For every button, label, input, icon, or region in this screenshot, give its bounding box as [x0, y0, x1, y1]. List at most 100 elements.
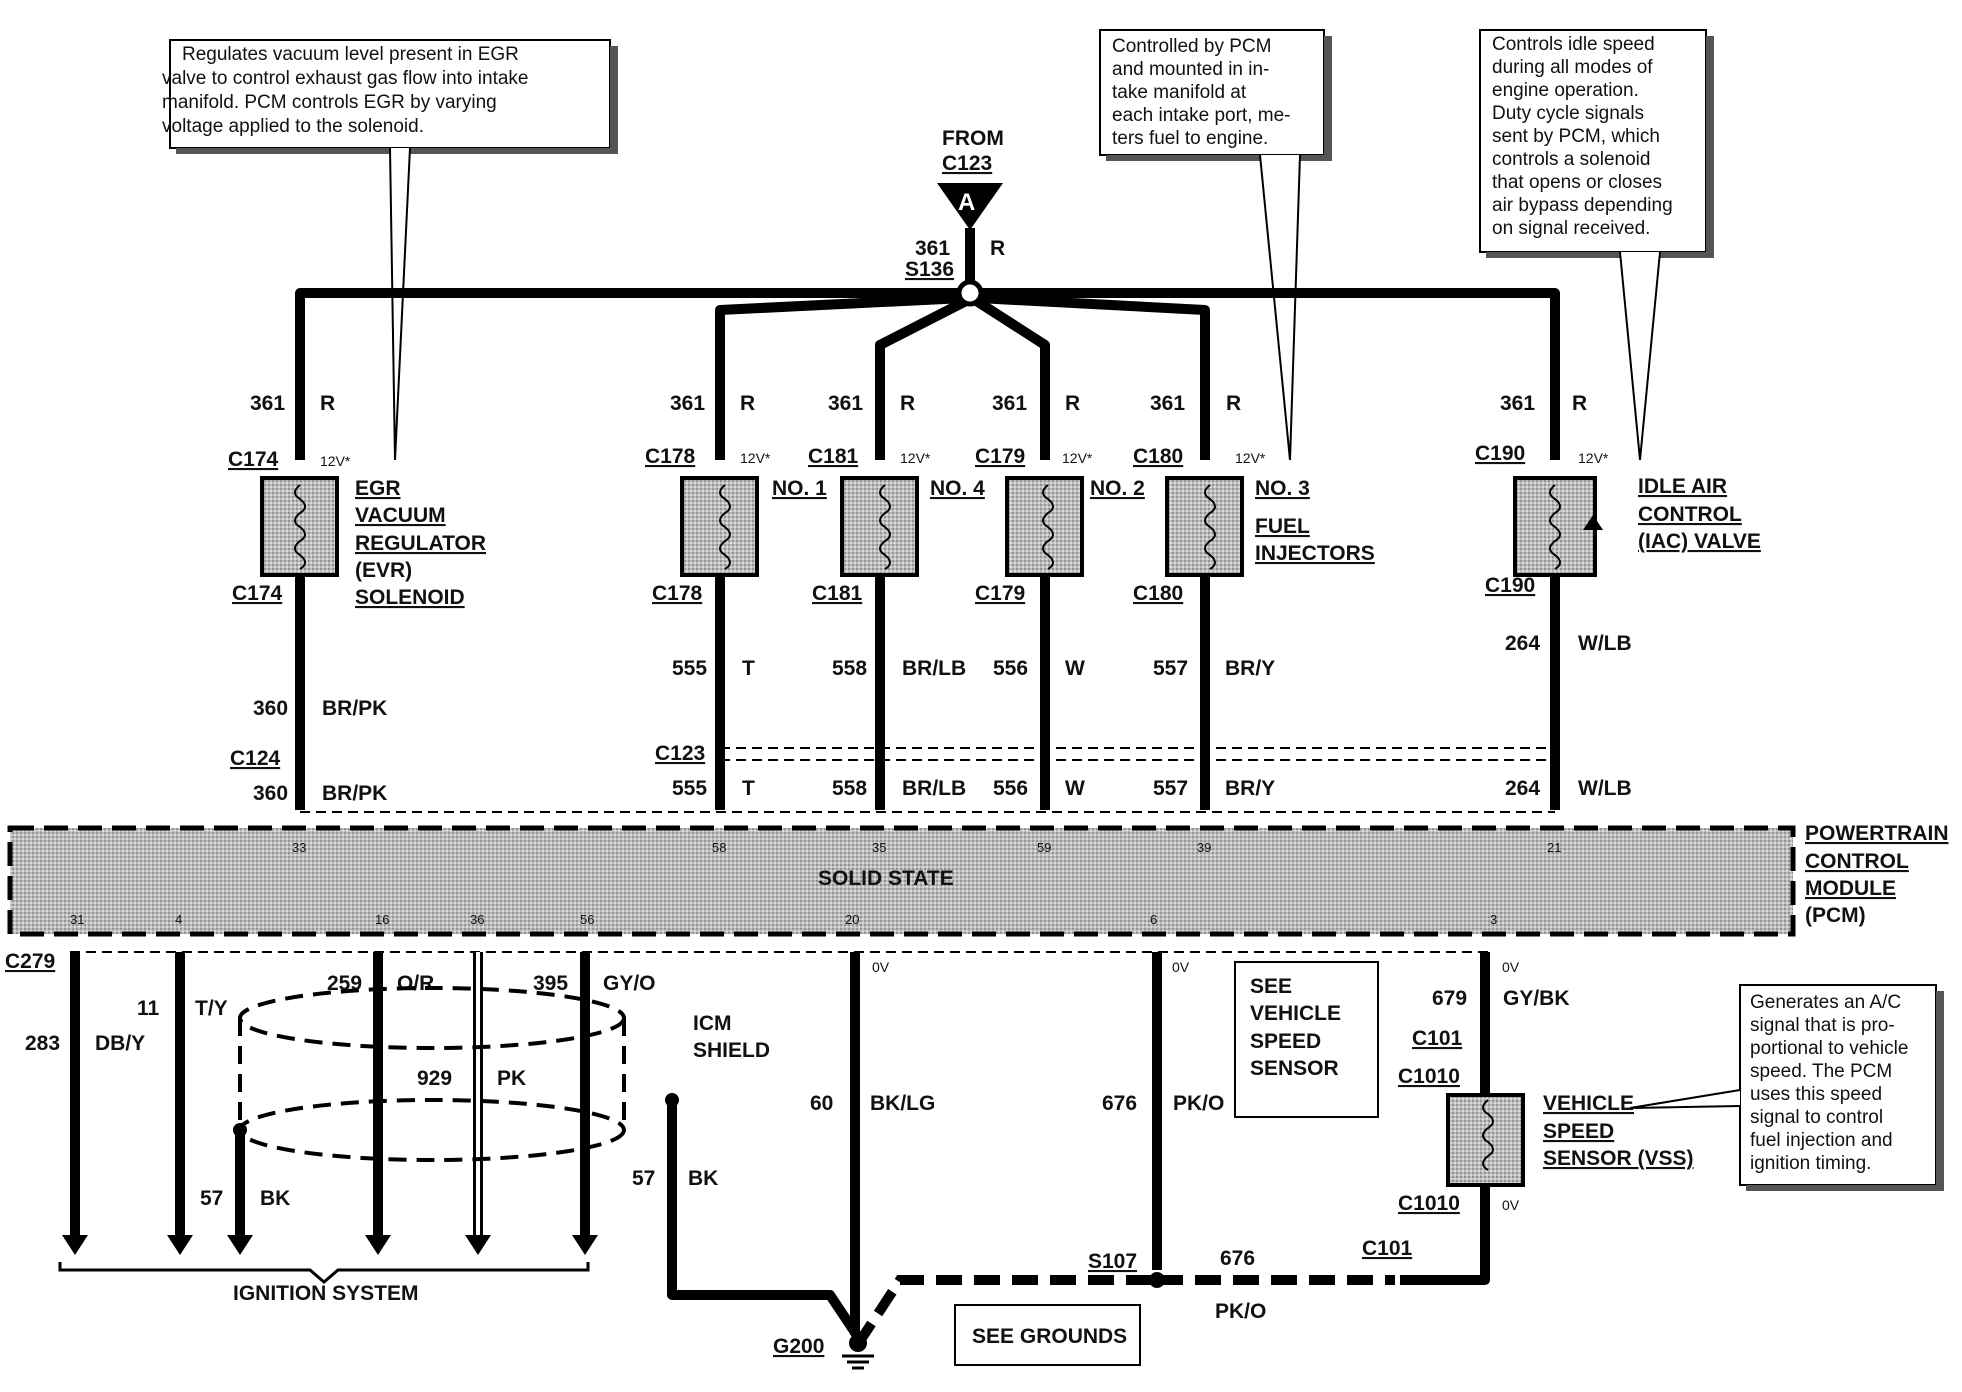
- iac-label-3: (IAC) VALVE: [1638, 530, 1761, 553]
- ground-circuit: 676: [1220, 1247, 1255, 1270]
- pcm-label-1: POWERTRAIN: [1805, 822, 1949, 845]
- note-iac-line3: engine operation.: [1492, 80, 1639, 101]
- w11-circuit: 11: [137, 997, 160, 1020]
- inj1-pcm-color: T: [742, 777, 755, 800]
- power-source: FROM C123 A 361 R S136: [905, 127, 1005, 288]
- w929-color: PK: [497, 1067, 526, 1090]
- note-inj-line4: each intake port, me-: [1112, 105, 1290, 126]
- pcm-pin-20: 20: [845, 912, 859, 927]
- inj1-label: NO. 1: [772, 477, 827, 500]
- vss-label-1: VEHICLE: [1543, 1092, 1634, 1115]
- note-egr-line2: valve to control exhaust gas flow into i…: [162, 68, 528, 89]
- c279-label: C279: [5, 950, 55, 973]
- w283-color: DB/Y: [95, 1032, 145, 1055]
- see-vss-2: VEHICLE: [1250, 1002, 1341, 1025]
- inj1-circuit: 361: [670, 392, 705, 415]
- note-iac-line5: sent by PCM, which: [1492, 126, 1660, 147]
- splice-s136: S136: [905, 258, 954, 281]
- iac-voltage: 12V*: [1578, 450, 1609, 466]
- w679-color: GY/BK: [1503, 987, 1570, 1010]
- note-iac-line9: on signal received.: [1492, 218, 1650, 239]
- source-marker-triangle: [937, 183, 1003, 230]
- iac-pcm-circuit: 264: [1505, 777, 1540, 800]
- w57b-circuit: 57: [632, 1167, 655, 1190]
- inj1-color: R: [740, 392, 755, 415]
- w60-circuit: 60: [810, 1092, 833, 1115]
- note-vss-line7: fuel injection and: [1750, 1130, 1893, 1151]
- iac-label-1: IDLE AIR: [1638, 475, 1727, 498]
- see-vss-4: SENSOR: [1250, 1057, 1339, 1080]
- c101-bottom: C101: [1362, 1237, 1413, 1260]
- c1010-top: C1010: [1398, 1065, 1460, 1088]
- iac-color: R: [1572, 392, 1587, 415]
- note-vss: Generates an A/C signal that is pro- por…: [1629, 984, 1944, 1191]
- note-egr-line4: voltage applied to the solenoid.: [162, 116, 424, 137]
- inj1-voltage: 12V*: [740, 450, 771, 466]
- note-iac-line8: air bypass depending: [1492, 195, 1673, 216]
- w676-color: PK/O: [1173, 1092, 1224, 1115]
- note-egr-line3: manifold. PCM controls EGR by varying: [162, 92, 497, 113]
- pcm-pin-39: 39: [1197, 840, 1211, 855]
- w259-color: O/R: [397, 972, 434, 995]
- source-color: R: [990, 237, 1005, 260]
- egr-label-5: SOLENOID: [355, 586, 465, 609]
- inline-c123: C123: [655, 742, 1555, 765]
- vss-label-2: SPEED: [1543, 1120, 1614, 1143]
- inj4-circuit: 361: [828, 392, 863, 415]
- note-inj-line5: ters fuel to engine.: [1112, 128, 1268, 149]
- egr-conn-top: C174: [228, 448, 279, 471]
- branch-inj4: 361 R C181 12V* NO. 4 C181 558 BR/LB 558…: [808, 392, 985, 810]
- inj2-pcm-circuit: 556: [993, 777, 1028, 800]
- pcm-pin-31: 31: [70, 912, 84, 927]
- pcm-pin-3: 3: [1490, 912, 1497, 927]
- w60-color: BK/LG: [870, 1092, 935, 1115]
- shield-label-2: SHIELD: [693, 1039, 770, 1062]
- c1010-bottom: C1010: [1398, 1192, 1460, 1215]
- bus-361: [295, 279, 1560, 460]
- inj3-pcm-color: BR/Y: [1225, 777, 1275, 800]
- note-vss-line5: uses this speed: [1750, 1084, 1882, 1105]
- pcm-pin-16: 16: [375, 912, 389, 927]
- iac-lower-circuit: 264: [1505, 632, 1540, 655]
- inj1-conn-bottom: C178: [652, 582, 703, 605]
- pcm-module: SOLID STATE 33 58 35 59 39 21 31 4 16 36…: [7, 811, 1949, 937]
- c123-label: C123: [655, 742, 705, 765]
- note-iac: Controls idle speed during all modes of …: [1479, 29, 1714, 461]
- inj2-conn-top: C179: [975, 445, 1025, 468]
- inj2-lower-color: W: [1065, 657, 1085, 680]
- w929-circuit: 929: [417, 1067, 452, 1090]
- egr-color: R: [320, 392, 335, 415]
- inj3-conn-bottom: C180: [1133, 582, 1183, 605]
- inj4-conn-bottom: C181: [812, 582, 863, 605]
- inj1-lower-color: T: [742, 657, 755, 680]
- pcm-label-4: (PCM): [1805, 904, 1866, 927]
- note-egr-line1: Regulates vacuum level present in EGR: [182, 44, 519, 65]
- pcm-pin-35: 35: [872, 840, 886, 855]
- w57b-color: BK: [688, 1167, 718, 1190]
- source-marker: A: [958, 189, 975, 216]
- inj3-label-1: NO. 3: [1255, 477, 1310, 500]
- branch-inj3: 361 R C180 12V* NO. 3 FUEL INJECTORS C18…: [1133, 392, 1375, 810]
- ground-g200: G200: [773, 1335, 824, 1358]
- w679-circuit: 679: [1432, 987, 1467, 1010]
- iac-pcm-color: W/LB: [1578, 777, 1632, 800]
- inj4-voltage: 12V*: [900, 450, 931, 466]
- inj2-injector: [1005, 476, 1084, 577]
- inj2-circuit: 361: [992, 392, 1027, 415]
- w57a-circuit: 57: [200, 1187, 223, 1210]
- w11-color: T/Y: [195, 997, 228, 1020]
- pcm-pin-36: 36: [470, 912, 484, 927]
- note-iac-line6: controls a solenoid: [1492, 149, 1650, 170]
- egr-label-3: REGULATOR: [355, 532, 486, 555]
- lower-circuits: C279 283 DB/Y 11 T/Y 259 O/R 929 PK 395 …: [5, 950, 1694, 1370]
- note-inj-line1: Controlled by PCM: [1112, 36, 1271, 57]
- ignition-label: IGNITION SYSTEM: [233, 1282, 419, 1305]
- see-vss-1: SEE: [1250, 975, 1292, 998]
- egr-circuit: 361: [250, 392, 285, 415]
- note-egr: Regulates vacuum level present in EGR va…: [162, 39, 618, 461]
- egr-pcm-color: BR/PK: [322, 782, 387, 805]
- note-vss-line3: portional to vehicle: [1750, 1038, 1908, 1059]
- iac-lower-color: W/LB: [1578, 632, 1632, 655]
- inj4-conn-top: C181: [808, 445, 859, 468]
